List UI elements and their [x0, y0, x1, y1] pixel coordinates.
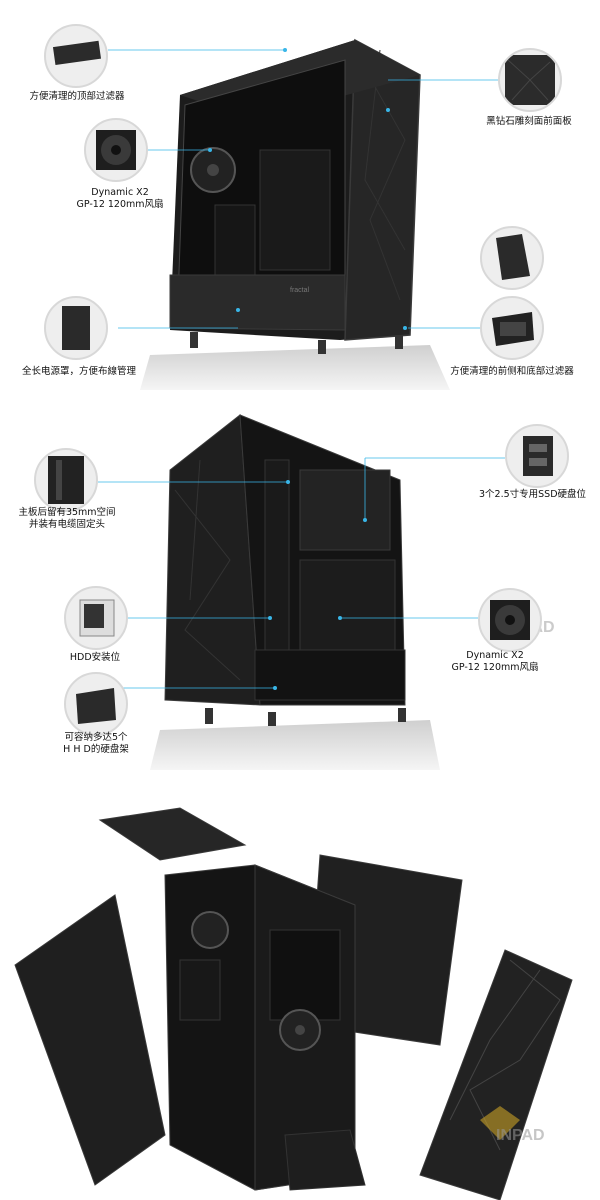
- hdd-cage-thumb: [64, 672, 128, 736]
- label-fan-2-line2: GP-12 120mm风扇: [451, 662, 539, 673]
- label-fan-2: Dynamic X2 GP-12 120mm风扇: [440, 650, 550, 674]
- ssd-thumb: [505, 424, 569, 488]
- front-panel-thumb: [498, 48, 562, 112]
- top-filter-thumb: [44, 24, 108, 88]
- bottom-filter-thumb: [480, 296, 544, 360]
- fan-thumb: [84, 118, 148, 182]
- watermark-text-2: INPAD: [496, 1127, 545, 1144]
- exploded-case-image: INPAD: [14, 807, 573, 1200]
- label-hdd-cage-line2: H H D的硬盘架: [63, 744, 129, 755]
- label-mb-space: 主板后留有35mm空间 并装有电缆固定头: [2, 507, 132, 531]
- case-back-image: INPAD: [98, 414, 555, 770]
- label-hdd-mount: HDD安装位: [69, 652, 121, 663]
- label-mb-space-line2: 并装有电缆固定头: [28, 519, 105, 530]
- exploded-top-filter: [98, 807, 247, 861]
- label-top-filter: 方便清理的顶部过滤器: [29, 91, 125, 102]
- label-hdd-cage: 可容纳多达5个 H H D的硬盘架: [46, 732, 146, 756]
- exploded-view-section: INPAD: [0, 790, 600, 1200]
- exploded-left-panel: [14, 894, 166, 1186]
- case-front-image: fractal: [108, 38, 498, 390]
- psu-shroud-thumb: [44, 296, 108, 360]
- brand-mark: fractal: [290, 287, 310, 294]
- label-mb-space-line1: 主板后留有35mm空间: [18, 507, 116, 518]
- label-ssd: 3个2.5寸专用SSD硬盘位: [478, 489, 587, 500]
- feature-section-1: fractal 方便清理的顶部过滤器: [0, 0, 600, 390]
- label-front-bottom-filter: 方便清理的前侧和底部过滤器: [450, 366, 574, 377]
- mb-space-thumb: [34, 448, 98, 512]
- fan-thumb-2: [478, 588, 542, 652]
- hdd-mount-thumb: [64, 586, 128, 650]
- label-fan-2-line1: Dynamic X2: [466, 650, 524, 661]
- label-front-panel: 黑钻石雕刻面前面板: [486, 116, 572, 127]
- label-fan-1: Dynamic X2 GP-12 120mm风扇: [70, 187, 170, 211]
- feature-section-2: INPAD 主板后留有35mm空间 并装有电缆固定头 3个2.5寸专用SSD硬盘…: [0, 400, 600, 770]
- label-hdd-cage-line1: 可容纳多达5个: [64, 732, 128, 743]
- exploded-front-panel: [419, 949, 573, 1200]
- front-filter-thumb: [480, 226, 544, 290]
- label-fan-1-line1: Dynamic X2: [91, 187, 149, 198]
- label-fan-1-line2: GP-12 120mm风扇: [76, 199, 164, 210]
- label-psu-shroud: 全长电源罩，方便布線管理: [21, 366, 136, 377]
- watermark-logo-2: INPAD: [480, 1106, 545, 1144]
